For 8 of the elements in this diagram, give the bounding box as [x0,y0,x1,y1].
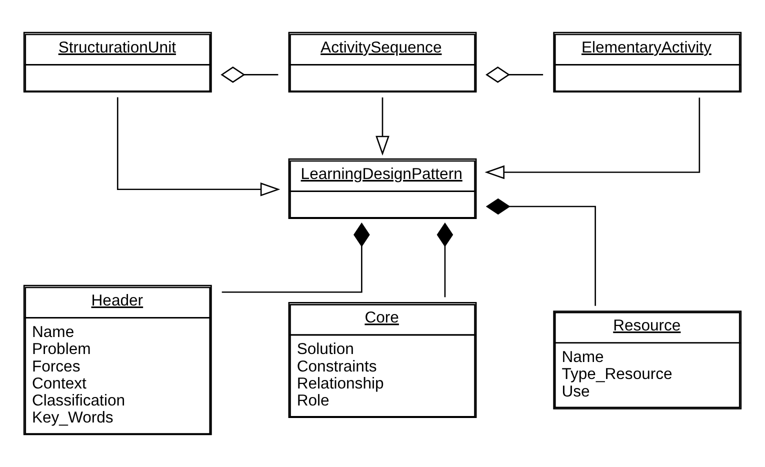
connector [220,66,278,83]
arrow [484,98,700,180]
connector [436,222,454,298]
connector [486,198,596,306]
connector [222,222,370,293]
arrow [376,97,390,156]
connector [486,66,544,83]
arrow [116,97,280,196]
